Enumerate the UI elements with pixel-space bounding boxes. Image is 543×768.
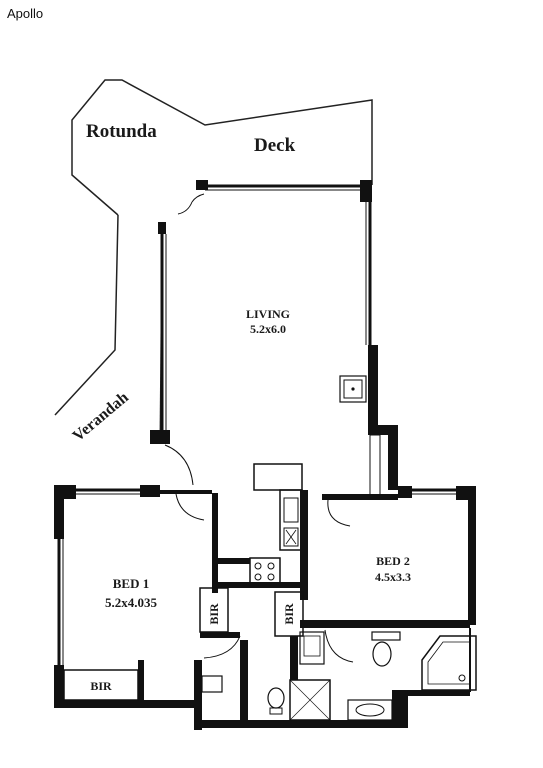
bir-label-bed1-closet: BIR xyxy=(207,603,221,625)
bir-label-bed1-wardrobe: BIR xyxy=(90,679,112,693)
bedroom-1-walls xyxy=(54,485,241,708)
bir-label-bed2-closet: BIR xyxy=(282,603,296,625)
bedroom-2-walls xyxy=(300,486,477,728)
deck-label: Deck xyxy=(254,135,296,156)
bedroom-2-label: BED 2 xyxy=(376,554,410,568)
living-room-size: 5.2x6.0 xyxy=(250,322,286,336)
bathroom-walls xyxy=(194,591,394,730)
deck-outline xyxy=(71,79,373,216)
bedroom-2-size: 4.5x3.3 xyxy=(375,570,411,584)
living-room-walls xyxy=(150,180,398,496)
bedroom-1-size: 5.2x4.035 xyxy=(105,595,158,610)
rotunda-label: Rotunda xyxy=(86,121,157,142)
verandah-label: Verandah xyxy=(70,389,132,445)
page-title: Apollo xyxy=(7,6,44,21)
kitchen-core xyxy=(212,463,308,600)
verandah-line-outer xyxy=(54,214,119,416)
living-room-label: LIVING xyxy=(246,307,290,321)
bedroom-1-label: BED 1 xyxy=(113,576,149,591)
